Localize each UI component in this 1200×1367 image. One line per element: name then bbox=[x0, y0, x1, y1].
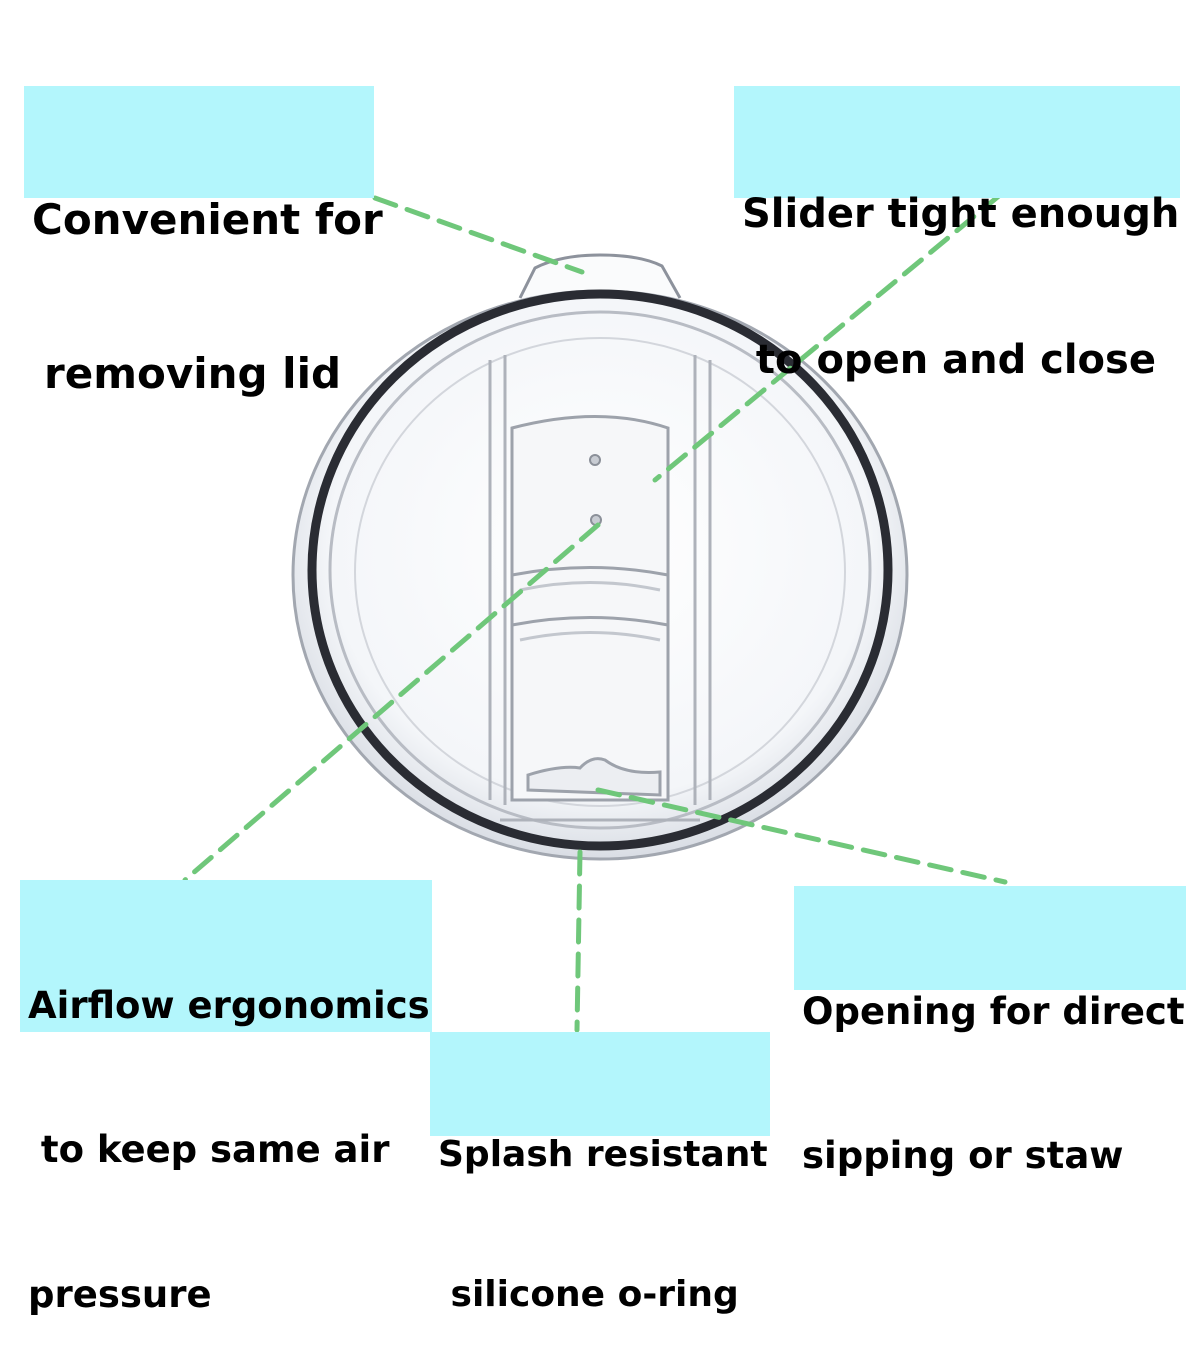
leader-lines bbox=[182, 192, 1008, 1033]
silicone-o-ring bbox=[307, 289, 893, 851]
leader-line-oring bbox=[574, 849, 583, 1033]
tumbler-lid-icon bbox=[291, 253, 909, 861]
sip-opening bbox=[526, 757, 662, 797]
callout-text: silicone o-ring bbox=[438, 1273, 739, 1315]
pull-tab bbox=[518, 253, 682, 299]
lid-inner-ring bbox=[328, 310, 872, 830]
callout-oring: Splash resistant silicone o-ring bbox=[430, 1032, 770, 1315]
air-hole-icon bbox=[589, 454, 601, 466]
leader-line-slider bbox=[652, 192, 1003, 483]
callout-opening: Opening for direct sipping or staw bbox=[794, 886, 1186, 1177]
callout-text: removing lid bbox=[44, 349, 342, 399]
product-diagram bbox=[182, 192, 1008, 1033]
callout-slider: Slider tight enough to open and close bbox=[734, 86, 1180, 383]
slider bbox=[510, 415, 670, 802]
callout-text: Splash resistant bbox=[438, 1133, 768, 1175]
leader-line-airflow bbox=[182, 522, 601, 883]
callout-text: Slider tight enough bbox=[742, 190, 1180, 237]
callout-text: pressure bbox=[28, 1272, 212, 1316]
callout-text: Opening for direct bbox=[802, 990, 1185, 1034]
callout-text: to keep same air bbox=[28, 1128, 390, 1172]
callout-text: Airflow ergonomics bbox=[28, 984, 430, 1028]
callout-airflow: Airflow ergonomics to keep same air pres… bbox=[20, 880, 432, 1316]
callout-text: sipping or staw bbox=[802, 1134, 1124, 1178]
callout-removing-lid: Convenient for removing lid bbox=[24, 86, 383, 398]
leader-line-removing-lid bbox=[372, 195, 585, 275]
callout-text: to open and close bbox=[742, 336, 1156, 383]
leader-line-opening bbox=[595, 787, 1008, 885]
lid-inner-ring-2 bbox=[354, 337, 846, 807]
callout-text: Convenient for bbox=[32, 195, 383, 245]
